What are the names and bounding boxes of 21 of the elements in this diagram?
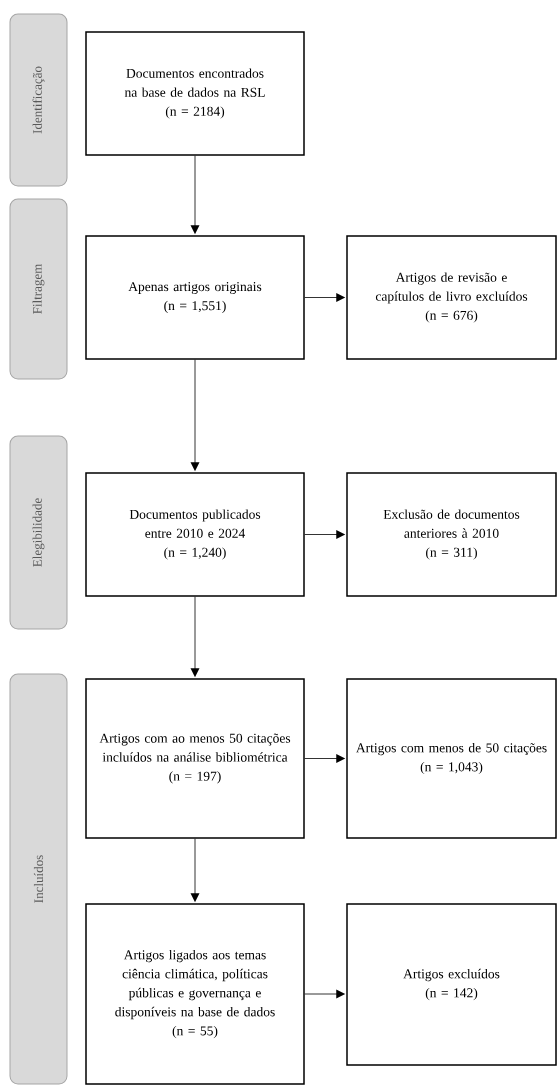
arrow: [304, 754, 346, 763]
arrow: [190, 596, 200, 678]
process-box: Artigos excluídos (n = 142): [346, 903, 557, 1066]
process-box: Artigos com ao menos 50 citações incluídos na análise bibliométrica (n = 197): [85, 678, 305, 839]
arrow: [304, 989, 346, 999]
arrow: [190, 359, 200, 472]
stage-band: Elegibilidade: [9, 435, 68, 630]
stage-band: Filtragem: [9, 198, 68, 380]
process-box: Documentos encontrados na base de dados na RSL (n = 2184): [85, 31, 305, 156]
process-box: Artigos com menos de 50 citações (n = 1,043): [346, 678, 557, 839]
process-box: Documentos publicados entre 2010 e 2024 (n = 1,240): [85, 472, 305, 597]
stage-band: Identificação: [9, 13, 68, 187]
process-box: Exclusão de documentos anteriores à 2010 (n = 311): [346, 472, 557, 597]
arrow: [304, 293, 346, 302]
arrow: [304, 530, 346, 539]
process-box: Apenas artigos originais (n = 1,551): [85, 235, 305, 360]
arrow: [190, 838, 200, 903]
process-box: Artigos de revisão e capítulos de livro excluídos (n = 676): [346, 235, 557, 360]
stage-band: Incluídos: [9, 673, 68, 1085]
process-box: Artigos ligados aos temas ciência climática, políticas públicas e governança e disponíveis na base de dados (n = 55): [85, 903, 305, 1085]
arrow: [190, 155, 200, 235]
